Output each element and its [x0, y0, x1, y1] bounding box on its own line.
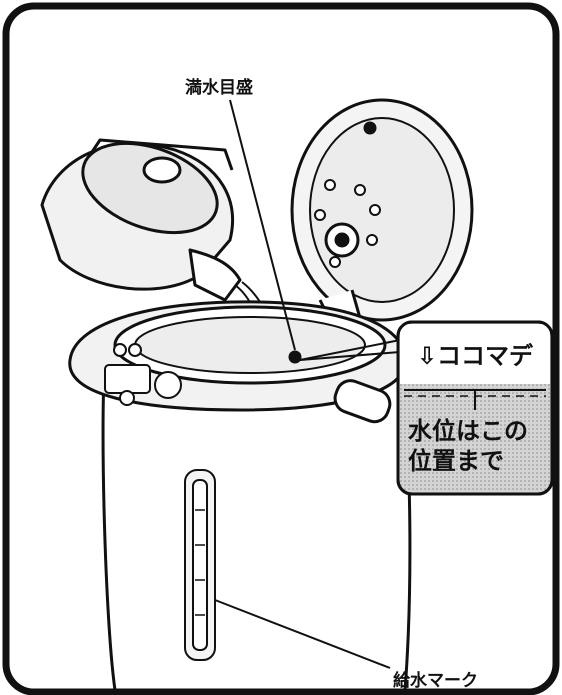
full-water-scale-label: 満水目盛: [185, 78, 253, 98]
callout-text: 水位はこの 位置まで: [408, 416, 548, 476]
callout-line-2: 位置まで: [408, 447, 504, 475]
water-supply-mark-label: 給水マーク: [393, 671, 478, 691]
callout-line-1: 水位はこの: [408, 417, 528, 445]
pot-body: [68, 300, 412, 692]
water-level-callout: ⇩ココマデ 水位はこの 位置まで: [398, 322, 552, 494]
leader-lines: [214, 99, 401, 669]
callout-heading: ⇩ココマデ: [416, 341, 534, 370]
callout-box: [396, 320, 554, 496]
kettle-icon: [40, 138, 242, 302]
lid-icon: [290, 98, 474, 332]
